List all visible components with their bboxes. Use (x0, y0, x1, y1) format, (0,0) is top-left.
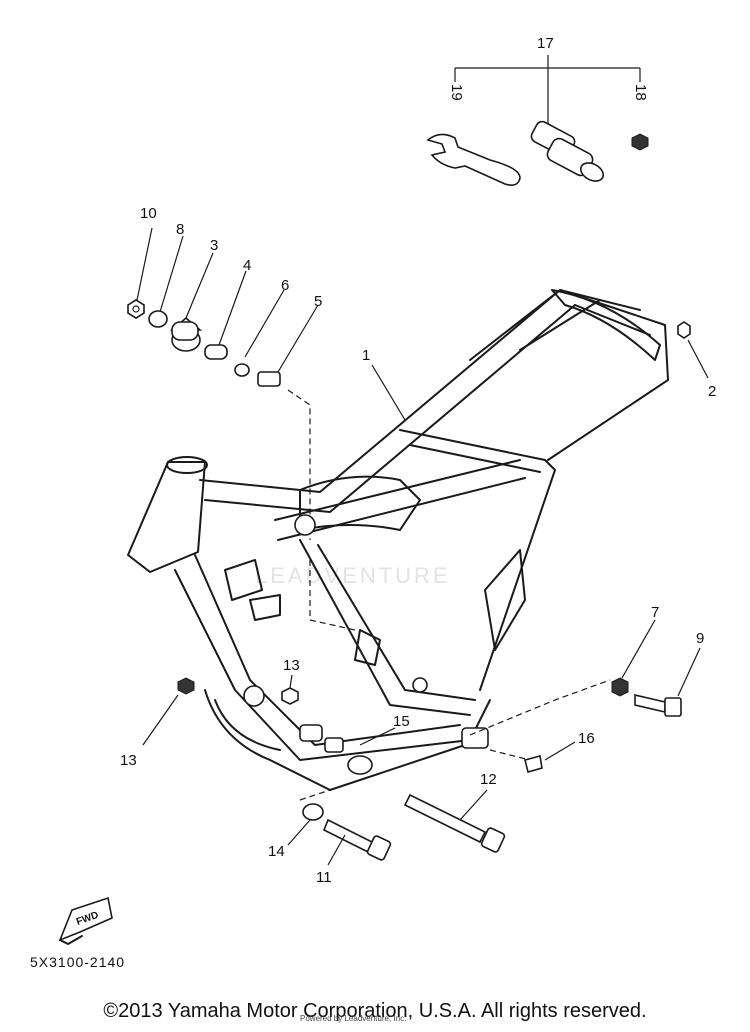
callout-14: 14 (268, 843, 285, 860)
callout-11: 11 (316, 869, 332, 886)
callout-9: 9 (696, 630, 704, 647)
callout-2: 2 (708, 383, 716, 400)
mount-hardware-group (127, 227, 319, 540)
callout-12: 12 (480, 771, 497, 788)
powered-by-note: Powered by Leadventure, Inc. (300, 1014, 407, 1023)
diagram-code: 5X3100-2140 (30, 954, 125, 970)
callout-7: 7 (651, 604, 659, 621)
callout-18: 18 (632, 84, 649, 101)
plug-wrench-part (530, 120, 605, 182)
lower-hardware-group (142, 321, 709, 866)
callout-13-left: 13 (120, 752, 137, 769)
callout-5: 5 (314, 293, 322, 310)
nut-18-part (631, 133, 649, 151)
copyright-notice: ©2013 Yamaha Motor Corporation, U.S.A. A… (103, 1000, 647, 1022)
callout-19: 19 (448, 84, 465, 101)
wrench-part (426, 133, 521, 186)
forward-arrow-icon: FWD (58, 896, 113, 945)
watermark: LEADVENTURE (255, 563, 451, 588)
callout-4: 4 (243, 257, 251, 274)
callout-15: 15 (393, 713, 410, 730)
frame-body (127, 289, 669, 801)
callout-16: 16 (578, 730, 595, 747)
callout-8: 8 (176, 221, 184, 238)
callout-10: 10 (140, 205, 157, 222)
callout-1: 1 (362, 347, 370, 364)
callout-17: 17 (537, 35, 554, 52)
callout-6: 6 (281, 277, 289, 294)
callout-3: 3 (210, 237, 218, 254)
tool-kit-group (426, 55, 649, 186)
callout-13-center: 13 (283, 657, 300, 674)
